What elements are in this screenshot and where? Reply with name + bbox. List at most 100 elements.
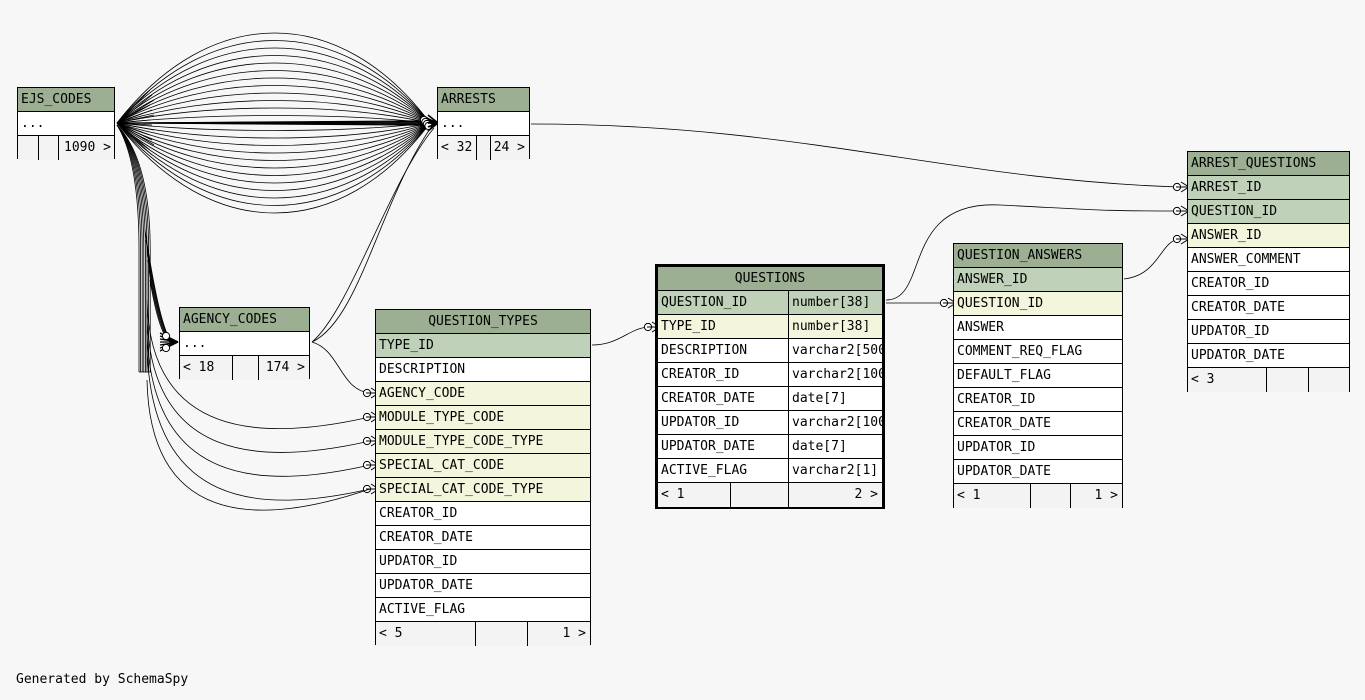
column-creator-id[interactable]: CREATOR_ID bbox=[376, 502, 590, 526]
ejs-spoke-line bbox=[116, 94, 153, 124]
ejs-arrests-relationship-line bbox=[116, 55, 431, 124]
column-name: CREATOR_DATE bbox=[957, 416, 1051, 431]
column-updator-id[interactable]: UPDATOR_ID bbox=[954, 436, 1122, 460]
ejs-arrests-relationship-line bbox=[116, 32, 431, 124]
parent-count: < 32 bbox=[441, 140, 473, 155]
table-header: EJS_CODES bbox=[18, 88, 114, 112]
table-question-types[interactable]: QUESTION_TYPES TYPE_ID DESCRIPTION AGENCY_… bbox=[375, 309, 591, 646]
column-name: DESCRIPTION bbox=[379, 362, 466, 377]
column-answer[interactable]: ANSWER bbox=[954, 316, 1122, 340]
column-name: UPDATOR_DATE bbox=[379, 578, 473, 593]
column-answer-comment[interactable]: ANSWER_COMMENT bbox=[1188, 248, 1349, 272]
child-count: 174 > bbox=[258, 356, 309, 380]
column-updator-id[interactable]: UPDATOR_ID bbox=[1188, 320, 1349, 344]
ejs-arrests-relationship-line bbox=[116, 85, 431, 124]
column-name: DESCRIPTION bbox=[661, 343, 748, 358]
column-creator-date[interactable]: CREATOR_DATE bbox=[954, 412, 1122, 436]
column-module-type-code[interactable]: MODULE_TYPE_CODE bbox=[376, 406, 590, 430]
column-name: COMMENT_REQ_FLAG bbox=[957, 344, 1083, 359]
column-name: CREATOR_DATE bbox=[1191, 300, 1285, 315]
table-arrests[interactable]: ARRESTS ... < 32 24 > bbox=[437, 87, 530, 160]
column-name: TYPE_ID bbox=[379, 338, 434, 353]
parent-count: < 3 bbox=[1191, 372, 1215, 387]
column-creator-date[interactable]: CREATOR_DATE date[7] bbox=[658, 387, 882, 411]
ejs-agency-relationship-line bbox=[116, 124, 140, 372]
column-name: CREATOR_ID bbox=[661, 367, 740, 382]
table-ejs-codes[interactable]: EJS_CODES ... 1090 > bbox=[17, 87, 115, 160]
ejs-arrests-relationship-line bbox=[116, 122, 431, 184]
table-header: QUESTION_TYPES bbox=[376, 310, 590, 334]
table-header: AGENCY_CODES bbox=[180, 308, 309, 332]
column-question-id[interactable]: QUESTION_ID bbox=[1188, 200, 1349, 224]
column-description[interactable]: DESCRIPTION bbox=[376, 358, 590, 382]
ejs-arrests-relationship-line bbox=[116, 122, 431, 126]
column-arrest-id[interactable]: ARREST_ID bbox=[1188, 176, 1349, 200]
column-updator-date[interactable]: UPDATOR_DATE bbox=[1188, 344, 1349, 368]
column-name: ANSWER bbox=[957, 320, 1004, 335]
column-name: DEFAULT_FLAG bbox=[957, 368, 1051, 383]
column-type: number[38] bbox=[788, 291, 882, 314]
column-active-flag[interactable]: ACTIVE_FLAG bbox=[376, 598, 590, 622]
column-special-cat-code-type[interactable]: SPECIAL_CAT_CODE_TYPE bbox=[376, 478, 590, 502]
questions-arrest-questions-relationship-line bbox=[885, 204, 1181, 301]
column-name: CREATOR_ID bbox=[957, 392, 1036, 407]
column-answer-id[interactable]: ANSWER_ID bbox=[954, 268, 1122, 292]
column-updator-date[interactable]: UPDATOR_DATE bbox=[954, 460, 1122, 484]
column-question-id[interactable]: QUESTION_ID bbox=[954, 292, 1122, 316]
ejs-question-types-relationship-line bbox=[146, 344, 371, 501]
column-creator-id[interactable]: CREATOR_ID bbox=[1188, 272, 1349, 296]
ejs-spoke-line bbox=[116, 122, 155, 131]
column-name: UPDATOR_ID bbox=[957, 440, 1036, 455]
column-special-cat-code[interactable]: SPECIAL_CAT_CODE bbox=[376, 454, 590, 478]
ejs-question-types-relationship-line bbox=[146, 314, 371, 453]
collapsed-columns: ... bbox=[438, 112, 529, 136]
table-footer: < 32 24 > bbox=[438, 136, 529, 160]
column-name: SPECIAL_CAT_CODE bbox=[379, 458, 505, 473]
ejs-arrests-relationship-line bbox=[116, 92, 431, 124]
ejs-agency-relationship-line bbox=[116, 124, 145, 372]
column-type: date[7] bbox=[788, 387, 882, 410]
arrests-arrest-questions-relationship-line bbox=[530, 123, 1181, 188]
ejs-spoke-line bbox=[116, 122, 151, 136]
ejs-spoke-line bbox=[116, 122, 153, 126]
column-creator-date[interactable]: CREATOR_DATE bbox=[376, 526, 590, 550]
column-default-flag[interactable]: DEFAULT_FLAG bbox=[954, 364, 1122, 388]
ejs-question-types-relationship-line bbox=[146, 379, 371, 511]
column-updator-date[interactable]: UPDATOR_DATE bbox=[376, 574, 590, 598]
ejs-arrests-relationship-line bbox=[116, 122, 431, 154]
ejs-arrests-relationship-line bbox=[116, 47, 431, 124]
column-type-id[interactable]: TYPE_ID bbox=[376, 334, 590, 358]
column-name: QUESTION_ID bbox=[957, 296, 1044, 311]
ejs-arrests-relationship-line bbox=[116, 122, 431, 191]
ejs-arrests-relationship-line bbox=[116, 122, 431, 146]
column-agency-code[interactable]: AGENCY_CODE bbox=[376, 382, 590, 406]
collapsed-columns: ... bbox=[18, 112, 114, 136]
column-name: CREATOR_DATE bbox=[661, 391, 755, 406]
column-answer-id[interactable]: ANSWER_ID bbox=[1188, 224, 1349, 248]
column-module-type-code-type[interactable]: MODULE_TYPE_CODE_TYPE bbox=[376, 430, 590, 454]
column-creator-date[interactable]: CREATOR_DATE bbox=[1188, 296, 1349, 320]
ejs-agency-relationship-line bbox=[116, 124, 146, 372]
column-creator-id[interactable]: CREATOR_ID bbox=[954, 388, 1122, 412]
column-updator-id[interactable]: UPDATOR_ID bbox=[376, 550, 590, 574]
column-type: date[7] bbox=[788, 435, 882, 458]
ejs-agency-relationship-line bbox=[116, 124, 151, 372]
column-comment-req-flag[interactable]: COMMENT_REQ_FLAG bbox=[954, 340, 1122, 364]
ejs-spoke-line bbox=[116, 109, 153, 124]
column-name: UPDATOR_DATE bbox=[1191, 348, 1285, 363]
table-agency-codes[interactable]: AGENCY_CODES ... < 18 174 > bbox=[179, 307, 310, 380]
agency-optional-marker bbox=[161, 343, 171, 353]
arrests-crowsfoot bbox=[427, 122, 439, 132]
